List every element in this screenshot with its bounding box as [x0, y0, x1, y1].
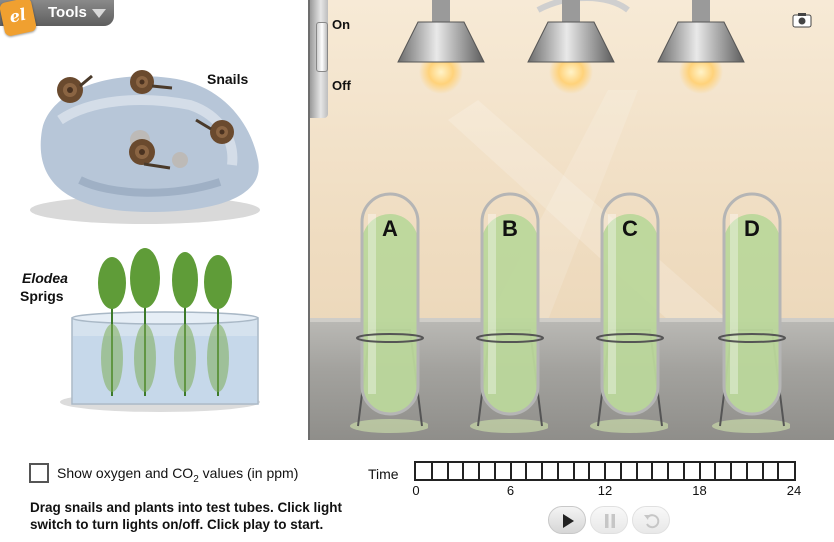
- lamp-3: [657, 0, 745, 94]
- time-tick-label: 0: [412, 483, 420, 498]
- bench-edge: [308, 318, 834, 324]
- time-segment-divider: [509, 463, 512, 479]
- lamp-2: [527, 0, 615, 94]
- play-button[interactable]: [548, 506, 586, 534]
- caret-down-icon: [92, 9, 106, 18]
- time-segment-divider: [462, 463, 465, 479]
- time-segment-divider: [730, 463, 732, 479]
- time-segment-divider: [745, 463, 748, 479]
- test-tube-a[interactable]: A: [348, 190, 428, 440]
- instructions: Drag snails and plants into test tubes. …: [30, 500, 343, 532]
- test-tube-a-label: A: [382, 216, 398, 241]
- time-tick-label: 6: [506, 483, 515, 498]
- tools-menu-button[interactable]: el Tools: [0, 0, 114, 37]
- show-values-label-pre: Show oxygen and CO: [57, 465, 194, 481]
- time-segment-divider: [446, 463, 449, 479]
- snail-1[interactable]: [52, 64, 98, 108]
- time-segment-divider: [588, 463, 591, 479]
- controls-panel: [0, 440, 834, 542]
- elodea-label: Elodea: [22, 270, 68, 286]
- switch-off-label: Off: [332, 78, 351, 93]
- snail-3[interactable]: [194, 112, 238, 148]
- test-tube-c-graphic: [590, 192, 668, 433]
- time-tick-label: 12: [597, 483, 613, 498]
- reset-icon: [644, 514, 660, 529]
- time-segment-divider: [430, 463, 433, 479]
- tools-label: Tools: [48, 4, 87, 21]
- lab-scene: On Off: [308, 0, 834, 440]
- test-tube-c[interactable]: C: [588, 190, 668, 440]
- time-segment-divider: [635, 463, 638, 479]
- test-tube-b-graphic: [470, 192, 548, 433]
- lamps: [397, 0, 745, 94]
- show-values-checkbox[interactable]: [29, 463, 49, 483]
- test-tube-c-label: C: [622, 216, 638, 241]
- time-segment-divider: [478, 463, 480, 479]
- explorelearning-logo: el: [0, 0, 38, 37]
- play-icon: [563, 514, 574, 528]
- time-segment-divider: [651, 463, 654, 479]
- time-segment-divider: [682, 463, 685, 479]
- show-values-label: Show oxygen and CO2 values (in ppm): [57, 465, 298, 485]
- test-tube-d[interactable]: D: [710, 190, 790, 440]
- sprigs-label: Sprigs: [20, 288, 64, 304]
- test-tube-b[interactable]: B: [468, 190, 548, 440]
- time-segment-divider: [619, 463, 622, 479]
- time-tick-label: 24: [786, 483, 802, 498]
- time-segment-divider: [572, 463, 575, 479]
- test-tube-a-graphic: [350, 192, 428, 433]
- time-segment-divider: [493, 463, 496, 479]
- camera-icon[interactable]: [792, 12, 812, 28]
- test-tube-d-label: D: [744, 216, 760, 241]
- time-segment-divider: [777, 463, 780, 479]
- light-switch-toggle[interactable]: [316, 22, 328, 72]
- pause-button[interactable]: [590, 506, 628, 534]
- show-values-label-sub: 2: [193, 473, 199, 485]
- divider: [308, 0, 310, 440]
- pause-icon: [605, 514, 615, 528]
- show-values-label-post: values (in ppm): [198, 465, 299, 481]
- test-tube-d-graphic: [712, 192, 790, 433]
- time-segment-divider: [667, 463, 669, 479]
- time-segment-divider: [761, 463, 764, 479]
- time-bar: [414, 461, 796, 481]
- test-tube-b-label: B: [502, 216, 518, 241]
- lamp-1: [397, 0, 485, 94]
- snail-4[interactable]: [122, 136, 174, 176]
- time-segment-divider: [698, 463, 701, 479]
- time-label: Time: [368, 466, 399, 482]
- time-segment-divider: [556, 463, 559, 479]
- time-segment-divider: [604, 463, 606, 479]
- time-segment-divider: [541, 463, 543, 479]
- time-segment-divider: [714, 463, 717, 479]
- reset-button[interactable]: [632, 506, 670, 534]
- snail-2[interactable]: [126, 66, 174, 100]
- switch-on-label: On: [332, 17, 351, 32]
- time-tick-label: 18: [692, 483, 707, 498]
- elodea-sprigs[interactable]: [90, 248, 240, 408]
- specimen-panel: Snails Elodea Sprigs: [0, 0, 308, 440]
- snails-label: Snails: [207, 71, 249, 87]
- time-segment-divider: [525, 463, 528, 479]
